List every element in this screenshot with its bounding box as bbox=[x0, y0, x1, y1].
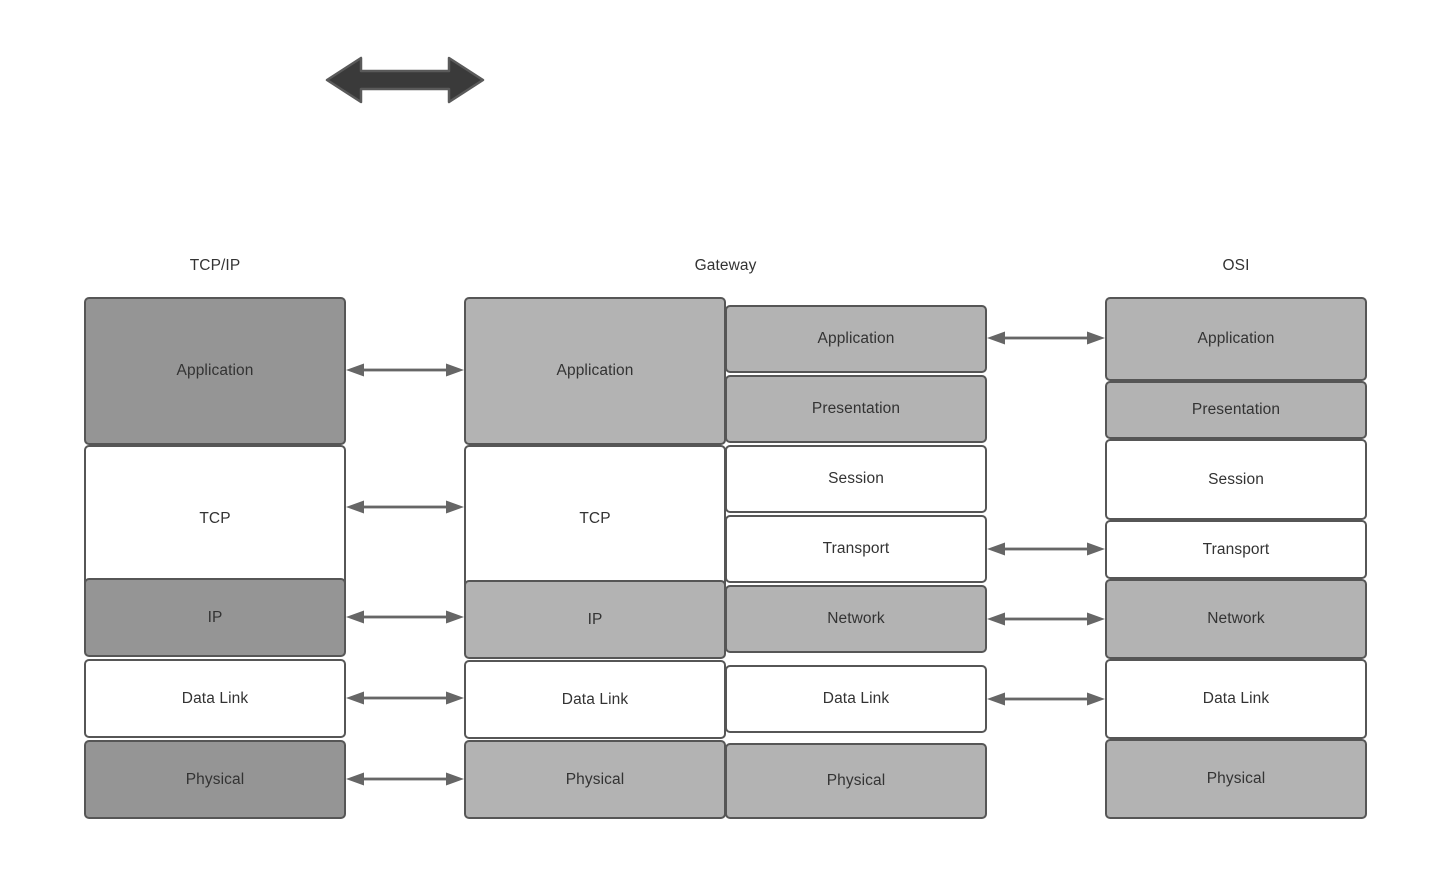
osi-layer-transport[interactable]: Transport bbox=[1105, 520, 1367, 579]
gateway-right-layer-presentation[interactable]: Presentation bbox=[725, 375, 987, 443]
connector-gateway-osi-network bbox=[987, 608, 1105, 630]
gateway-left-layer-physical[interactable]: Physical bbox=[464, 740, 726, 819]
gateway-left-layer-tcp[interactable]: TCP bbox=[464, 445, 726, 593]
gateway-right-layer-data-link[interactable]: Data Link bbox=[725, 665, 987, 733]
gateway-right-layer-network[interactable]: Network bbox=[725, 585, 987, 653]
gateway-right-layer-session[interactable]: Session bbox=[725, 445, 987, 513]
connector-tcpip-gateway-ip bbox=[346, 606, 464, 628]
osi-layer-data-link[interactable]: Data Link bbox=[1105, 659, 1367, 739]
connector-gateway-osi-data-link bbox=[987, 688, 1105, 710]
gateway-right-layer-application[interactable]: Application bbox=[725, 305, 987, 373]
connector-gateway-osi-application bbox=[987, 327, 1105, 349]
gateway-left-layer-ip[interactable]: IP bbox=[464, 580, 726, 659]
column-header-gateway: Gateway bbox=[694, 257, 757, 274]
gateway-left-layer-data-link[interactable]: Data Link bbox=[464, 660, 726, 739]
column-header-tcpip: TCP/IP bbox=[189, 257, 241, 274]
osi-layer-application[interactable]: Application bbox=[1105, 297, 1367, 381]
column-header-osi: OSI bbox=[1222, 257, 1250, 274]
tcpip-layer-ip[interactable]: IP bbox=[84, 578, 346, 657]
connector-tcpip-gateway-physical bbox=[346, 768, 464, 790]
gateway-right-layer-transport[interactable]: Transport bbox=[725, 515, 987, 583]
tcpip-layer-tcp[interactable]: TCP bbox=[84, 445, 346, 593]
connector-tcpip-gateway-tcp bbox=[346, 496, 464, 518]
tcpip-layer-data-link[interactable]: Data Link bbox=[84, 659, 346, 738]
tcpip-layer-physical[interactable]: Physical bbox=[84, 740, 346, 819]
connector-tcpip-gateway-application bbox=[346, 359, 464, 381]
osi-layer-presentation[interactable]: Presentation bbox=[1105, 381, 1367, 439]
gateway-left-layer-application[interactable]: Application bbox=[464, 297, 726, 445]
bidirectional-arrow bbox=[325, 55, 485, 105]
osi-layer-physical[interactable]: Physical bbox=[1105, 739, 1367, 819]
osi-layer-network[interactable]: Network bbox=[1105, 579, 1367, 659]
connector-gateway-osi-transport bbox=[987, 538, 1105, 560]
connector-tcpip-gateway-data-link bbox=[346, 687, 464, 709]
gateway-right-layer-physical[interactable]: Physical bbox=[725, 743, 987, 819]
osi-layer-session[interactable]: Session bbox=[1105, 439, 1367, 520]
tcpip-layer-application[interactable]: Application bbox=[84, 297, 346, 445]
